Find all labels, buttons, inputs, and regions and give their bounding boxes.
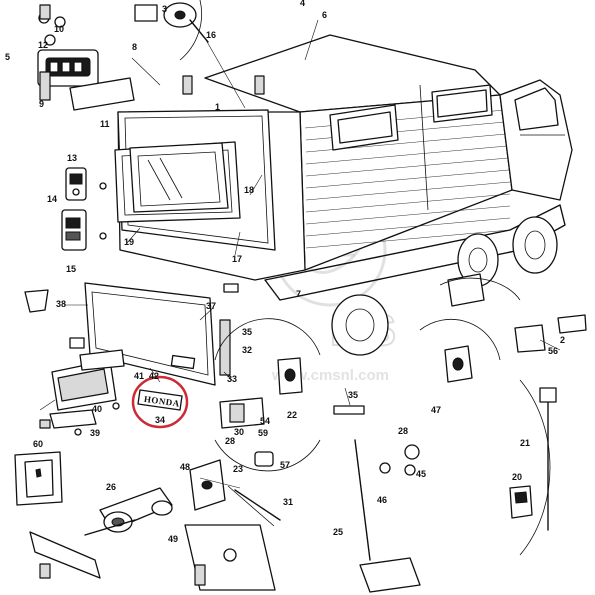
label-14: 14 xyxy=(47,194,57,204)
label-48: 48 xyxy=(180,462,190,472)
label-5: 5 xyxy=(5,52,10,62)
label-30: 30 xyxy=(234,427,244,437)
label-12: 12 xyxy=(38,40,48,50)
rear-door xyxy=(114,75,276,293)
label-33: 33 xyxy=(227,374,237,384)
label-15: 15 xyxy=(66,264,76,274)
label-3: 3 xyxy=(162,4,167,14)
label-38: 38 xyxy=(56,299,66,309)
label-11: 11 xyxy=(100,119,110,129)
label-25: 25 xyxy=(333,527,343,537)
label-23: 23 xyxy=(233,464,243,474)
label-10: 10 xyxy=(54,24,64,34)
label-19: 19 xyxy=(124,237,134,247)
label-22: 22 xyxy=(287,410,297,420)
label-28: 28 xyxy=(225,436,235,446)
label-39: 39 xyxy=(90,428,100,438)
label-41: 41 xyxy=(134,371,144,381)
label-9: 9 xyxy=(39,99,44,109)
label-60: 60 xyxy=(33,439,43,449)
detail-arcs xyxy=(179,0,551,556)
label-2: 2 xyxy=(560,335,565,345)
label-18: 18 xyxy=(244,185,254,195)
label-35b: 35 xyxy=(348,390,358,400)
label-8: 8 xyxy=(132,42,137,52)
label-17: 17 xyxy=(232,254,242,264)
label-1: 1 xyxy=(215,102,220,112)
highlight-circle xyxy=(131,375,189,429)
label-7: 7 xyxy=(296,289,301,299)
label-28b: 28 xyxy=(398,426,408,436)
label-47: 47 xyxy=(431,405,441,415)
label-54: 54 xyxy=(260,416,270,426)
label-40: 40 xyxy=(92,404,102,414)
top-left-parts xyxy=(37,2,209,111)
label-42: 42 xyxy=(149,371,159,381)
leader-lines xyxy=(39,19,561,489)
label-37: 37 xyxy=(206,301,216,311)
label-56: 56 xyxy=(548,346,558,356)
emblem-34: HONDA xyxy=(131,375,189,429)
label-31: 31 xyxy=(283,497,293,507)
label-35a: 35 xyxy=(242,327,252,337)
emblem-text: HONDA xyxy=(143,394,180,409)
label-34: 34 xyxy=(155,415,165,425)
label-13: 13 xyxy=(67,153,77,163)
label-26: 26 xyxy=(106,482,116,492)
label-32: 32 xyxy=(242,345,252,355)
label-59: 59 xyxy=(258,428,268,438)
label-6: 6 xyxy=(322,10,327,20)
label-45: 45 xyxy=(416,469,426,479)
label-57: 57 xyxy=(280,460,290,470)
label-46: 46 xyxy=(377,495,387,505)
label-4: 4 xyxy=(300,0,305,8)
right-parts xyxy=(354,273,587,593)
label-49: 49 xyxy=(168,534,178,544)
latch-parts xyxy=(219,357,365,527)
part-numbers: 10 12 8 9 11 3 16 6 4 1 13 14 15 19 18 1… xyxy=(5,0,565,544)
panel-60 xyxy=(14,451,63,506)
handle-assembly xyxy=(29,459,276,591)
label-16: 16 xyxy=(206,30,216,40)
label-21: 21 xyxy=(520,438,530,448)
side-lamps xyxy=(61,167,107,251)
hinge-parts xyxy=(24,289,125,436)
label-20: 20 xyxy=(512,472,522,482)
